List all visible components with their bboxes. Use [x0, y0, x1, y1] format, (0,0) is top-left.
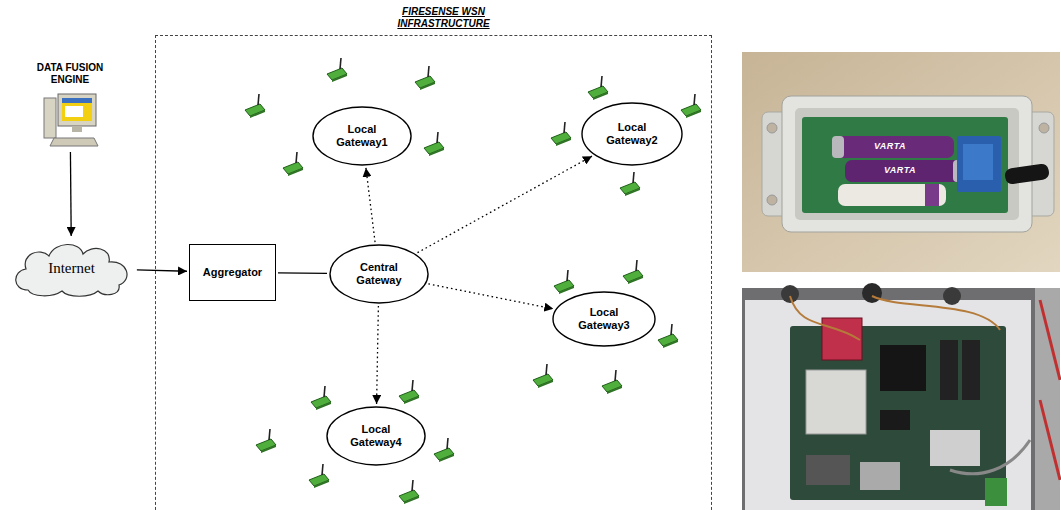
sensor-motes [245, 58, 701, 504]
internet-cloud: Internet [8, 238, 135, 298]
sensor-mote [424, 132, 444, 156]
dotted-link [417, 156, 592, 253]
computer-icon [40, 92, 100, 150]
solid-link [278, 272, 327, 274]
node-label: Internet [48, 259, 95, 277]
gateway-ellipse: Local Gateway3 [552, 291, 656, 347]
dotted-link [366, 168, 375, 242]
battery-brand: VARTA [874, 141, 906, 151]
sensor-mote [311, 386, 331, 410]
sensor-mote [434, 438, 454, 462]
sensor-mote [620, 172, 640, 196]
node-label: Local Gateway3 [573, 306, 635, 332]
node-label: Aggregator [203, 266, 262, 279]
dotted-link [377, 306, 379, 404]
node-label: Local Gateway1 [331, 123, 393, 149]
solid-link [137, 270, 187, 271]
region-title: FIRESENSE WSN INFRASTRUCTURE [381, 6, 506, 30]
sensor-mote [283, 152, 303, 176]
sensor-mote [415, 66, 435, 90]
node-label: Local Gateway4 [345, 423, 407, 449]
sensor-mote [554, 270, 574, 294]
sensor-mote [399, 480, 419, 504]
sensor-mote [327, 58, 347, 82]
sensor-mote [256, 429, 276, 453]
sensor-mote [245, 94, 265, 118]
gateway-ellipse: Local Gateway1 [312, 106, 412, 166]
gateway-ellipse: Central Gateway [329, 244, 429, 304]
node-label: DATA FUSION ENGINE [28, 62, 112, 86]
dotted-link [428, 284, 553, 309]
sensor-mote [399, 380, 419, 404]
sensor-mote [623, 260, 643, 284]
sensor-mote [602, 370, 622, 394]
infrastructure-region: FIRESENSE WSN INFRASTRUCTURELocal Gatewa… [155, 35, 712, 510]
battery-brand: VARTA [884, 165, 916, 175]
node-label: Central Gateway [348, 261, 410, 287]
computer-node: DATA FUSION ENGINE [22, 62, 118, 150]
node-label: Local Gateway2 [601, 121, 663, 147]
sensor-mote [588, 76, 608, 100]
sensor-mote [681, 94, 701, 118]
sensor-mote [309, 464, 329, 488]
sensor-mote [533, 364, 553, 388]
solid-link [70, 152, 72, 236]
gateway-ellipse: Local Gateway4 [326, 406, 426, 466]
sensor-mote [658, 324, 678, 348]
gateway-ellipse: Local Gateway2 [581, 102, 683, 166]
gateway-board-photo [742, 283, 1060, 510]
sensor-mote [551, 122, 571, 146]
aggregator-box: Aggregator [189, 244, 276, 301]
sensor-node-photo [742, 52, 1060, 272]
